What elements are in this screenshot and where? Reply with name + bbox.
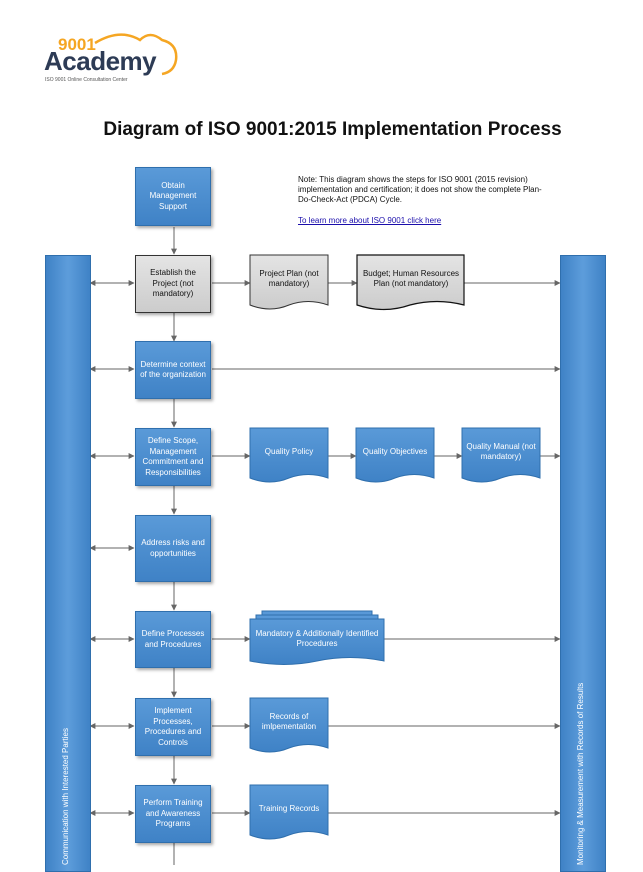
step-define-processes: Define Processes and Procedures: [135, 611, 211, 668]
doc-shape-procedures-front: [249, 618, 385, 665]
left-side-bar: [45, 255, 91, 872]
step-establish-project: Establish the Project (not mandatory): [135, 255, 211, 313]
left-side-label: Communication with Interested Parties: [61, 728, 70, 865]
step-address-risks: Address risks and opportunities: [135, 515, 211, 582]
doc-project-plan: Project Plan (not mandatory): [259, 269, 319, 288]
step-obtain-management-support: Obtain Management Support: [135, 167, 211, 226]
doc-quality-manual: Quality Manual (not mandatory): [466, 442, 536, 461]
doc-shape-project-plan: [249, 254, 329, 310]
doc-quality-policy: Quality Policy: [264, 447, 314, 456]
step-define-scope: Define Scope, Management Commitment and …: [135, 428, 211, 486]
right-side-bar: [560, 255, 606, 872]
doc-shape-quality-objectives: [355, 427, 435, 483]
doc-shape-records-implementation: [249, 697, 329, 753]
doc-shape-quality-manual: [461, 427, 541, 483]
doc-shape-budget: [356, 254, 465, 311]
step-determine-context: Determine context of the organization: [135, 341, 211, 399]
note-text: Note: This diagram shows the steps for I…: [298, 175, 542, 204]
doc-training-records: Training Records: [258, 804, 320, 813]
logo-word: Academy: [44, 46, 157, 76]
step-implement-processes: Implement Processes, Procedures and Cont…: [135, 698, 211, 756]
doc-procedures: Mandatory & Additionally Identified Proc…: [255, 629, 379, 648]
step-perform-training: Perform Training and Awareness Programs: [135, 785, 211, 843]
doc-shape-training-records: [249, 784, 329, 840]
logo-number: 9001: [58, 35, 96, 54]
page-title: Diagram of ISO 9001:2015 Implementation …: [103, 119, 562, 140]
learn-more-link[interactable]: To learn more about ISO 9001 click here: [298, 216, 442, 225]
right-side-label: Monitoring & Measurement with Records of…: [576, 682, 585, 865]
doc-shape-quality-policy: [249, 427, 329, 483]
doc-records-implementation: Records of imlpementation: [261, 712, 317, 731]
doc-quality-objectives: Quality Objectives: [362, 447, 428, 456]
logo-tagline: ISO 9001 Online Consultation Center: [45, 77, 128, 83]
doc-budget-hr-plan: Budget; Human Resources Plan (not mandat…: [362, 269, 460, 288]
